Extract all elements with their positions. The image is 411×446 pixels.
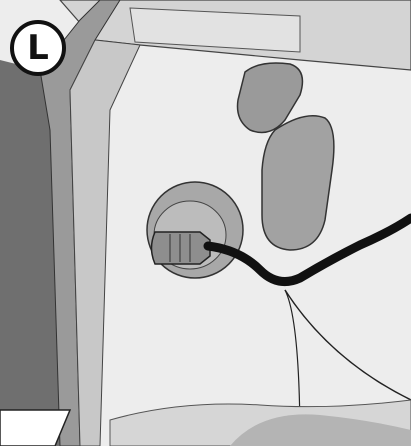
connector-icon: [150, 231, 211, 265]
charging-cable-icon: [203, 213, 411, 287]
door-pillar-edge: [69, 39, 141, 446]
top-trim-panel: [129, 7, 301, 53]
view-badge: L: [10, 20, 66, 76]
cable-loop-line: [284, 289, 411, 401]
view-badge-letter: L: [27, 28, 49, 68]
side-recess: [261, 115, 335, 251]
floor-shadow: [230, 414, 411, 446]
upper-recess: [236, 62, 304, 134]
corner-tab: [0, 409, 72, 446]
